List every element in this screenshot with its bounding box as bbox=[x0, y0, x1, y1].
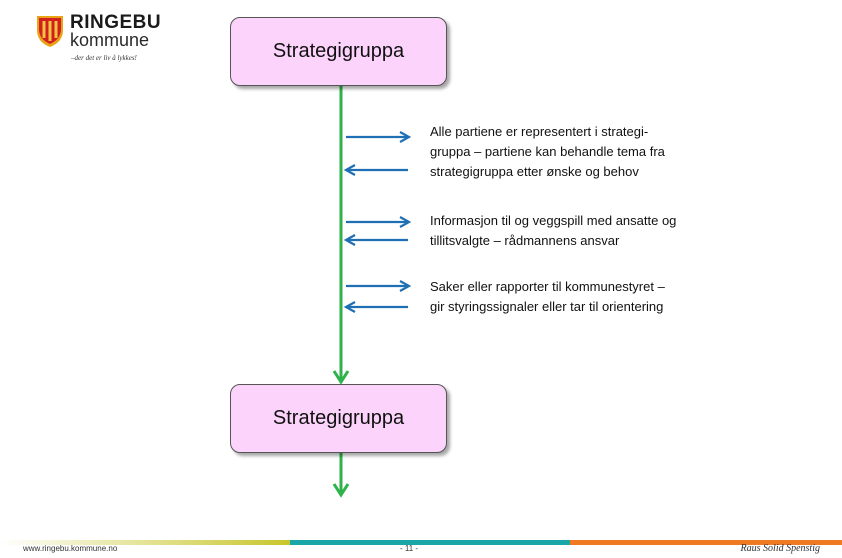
footer-color-bar bbox=[0, 532, 842, 545]
footer-stripe bbox=[0, 540, 842, 545]
box-top-label: Strategigruppa bbox=[272, 40, 405, 62]
flow-diagram bbox=[332, 84, 412, 498]
note-line: gruppa – partiene kan behandle tema fra bbox=[430, 144, 665, 159]
logo-tagline: –der det er liv å lykkes! bbox=[71, 54, 137, 62]
note-line: Saker eller rapporter til kommunestyret … bbox=[430, 279, 665, 294]
note-line: Informasjon til og veggspill med ansatte… bbox=[430, 213, 677, 228]
arrow-left-1-head bbox=[343, 164, 356, 176]
logo-name: RINGEBU bbox=[70, 12, 162, 33]
note-line: Alle partiene er representert i strategi… bbox=[430, 124, 649, 139]
note-council: Saker eller rapporter til kommunestyret … bbox=[430, 277, 750, 317]
flow-arrowhead-main bbox=[332, 370, 350, 385]
page-number: - 11 - bbox=[400, 544, 419, 553]
arrow-right-3-head bbox=[399, 280, 412, 292]
arrow-right-2-head bbox=[399, 216, 412, 228]
shield-icon bbox=[37, 16, 63, 47]
ringebu-logo: RINGEBU kommune –der det er liv å lykkes… bbox=[35, 10, 195, 70]
box-bottom-label: Strategigruppa bbox=[272, 407, 405, 429]
note-line: gir styringssignaler eller tar til orien… bbox=[430, 299, 664, 314]
note-line: tillitsvalgte – rådmannens ansvar bbox=[430, 233, 620, 248]
flow-arrowhead-bottom bbox=[332, 483, 350, 498]
note-line: strategigruppa etter ønske og behov bbox=[430, 164, 639, 179]
logo-subtitle: kommune bbox=[70, 30, 150, 50]
strategy-group-box-top: Strategigruppa bbox=[230, 17, 447, 86]
strategy-group-box-bottom: Strategigruppa bbox=[230, 384, 447, 453]
footer-url[interactable]: www.ringebu.kommune.no bbox=[23, 544, 118, 553]
arrow-right-1-head bbox=[399, 131, 412, 143]
arrow-left-3-head bbox=[343, 301, 356, 313]
note-employees: Informasjon til og veggspill med ansatte… bbox=[430, 211, 750, 251]
note-parties: Alle partiene er representert i strategi… bbox=[430, 122, 750, 182]
footer-motto: Raus Solid Spenstig bbox=[740, 543, 820, 554]
arrow-left-2-head bbox=[343, 234, 356, 246]
